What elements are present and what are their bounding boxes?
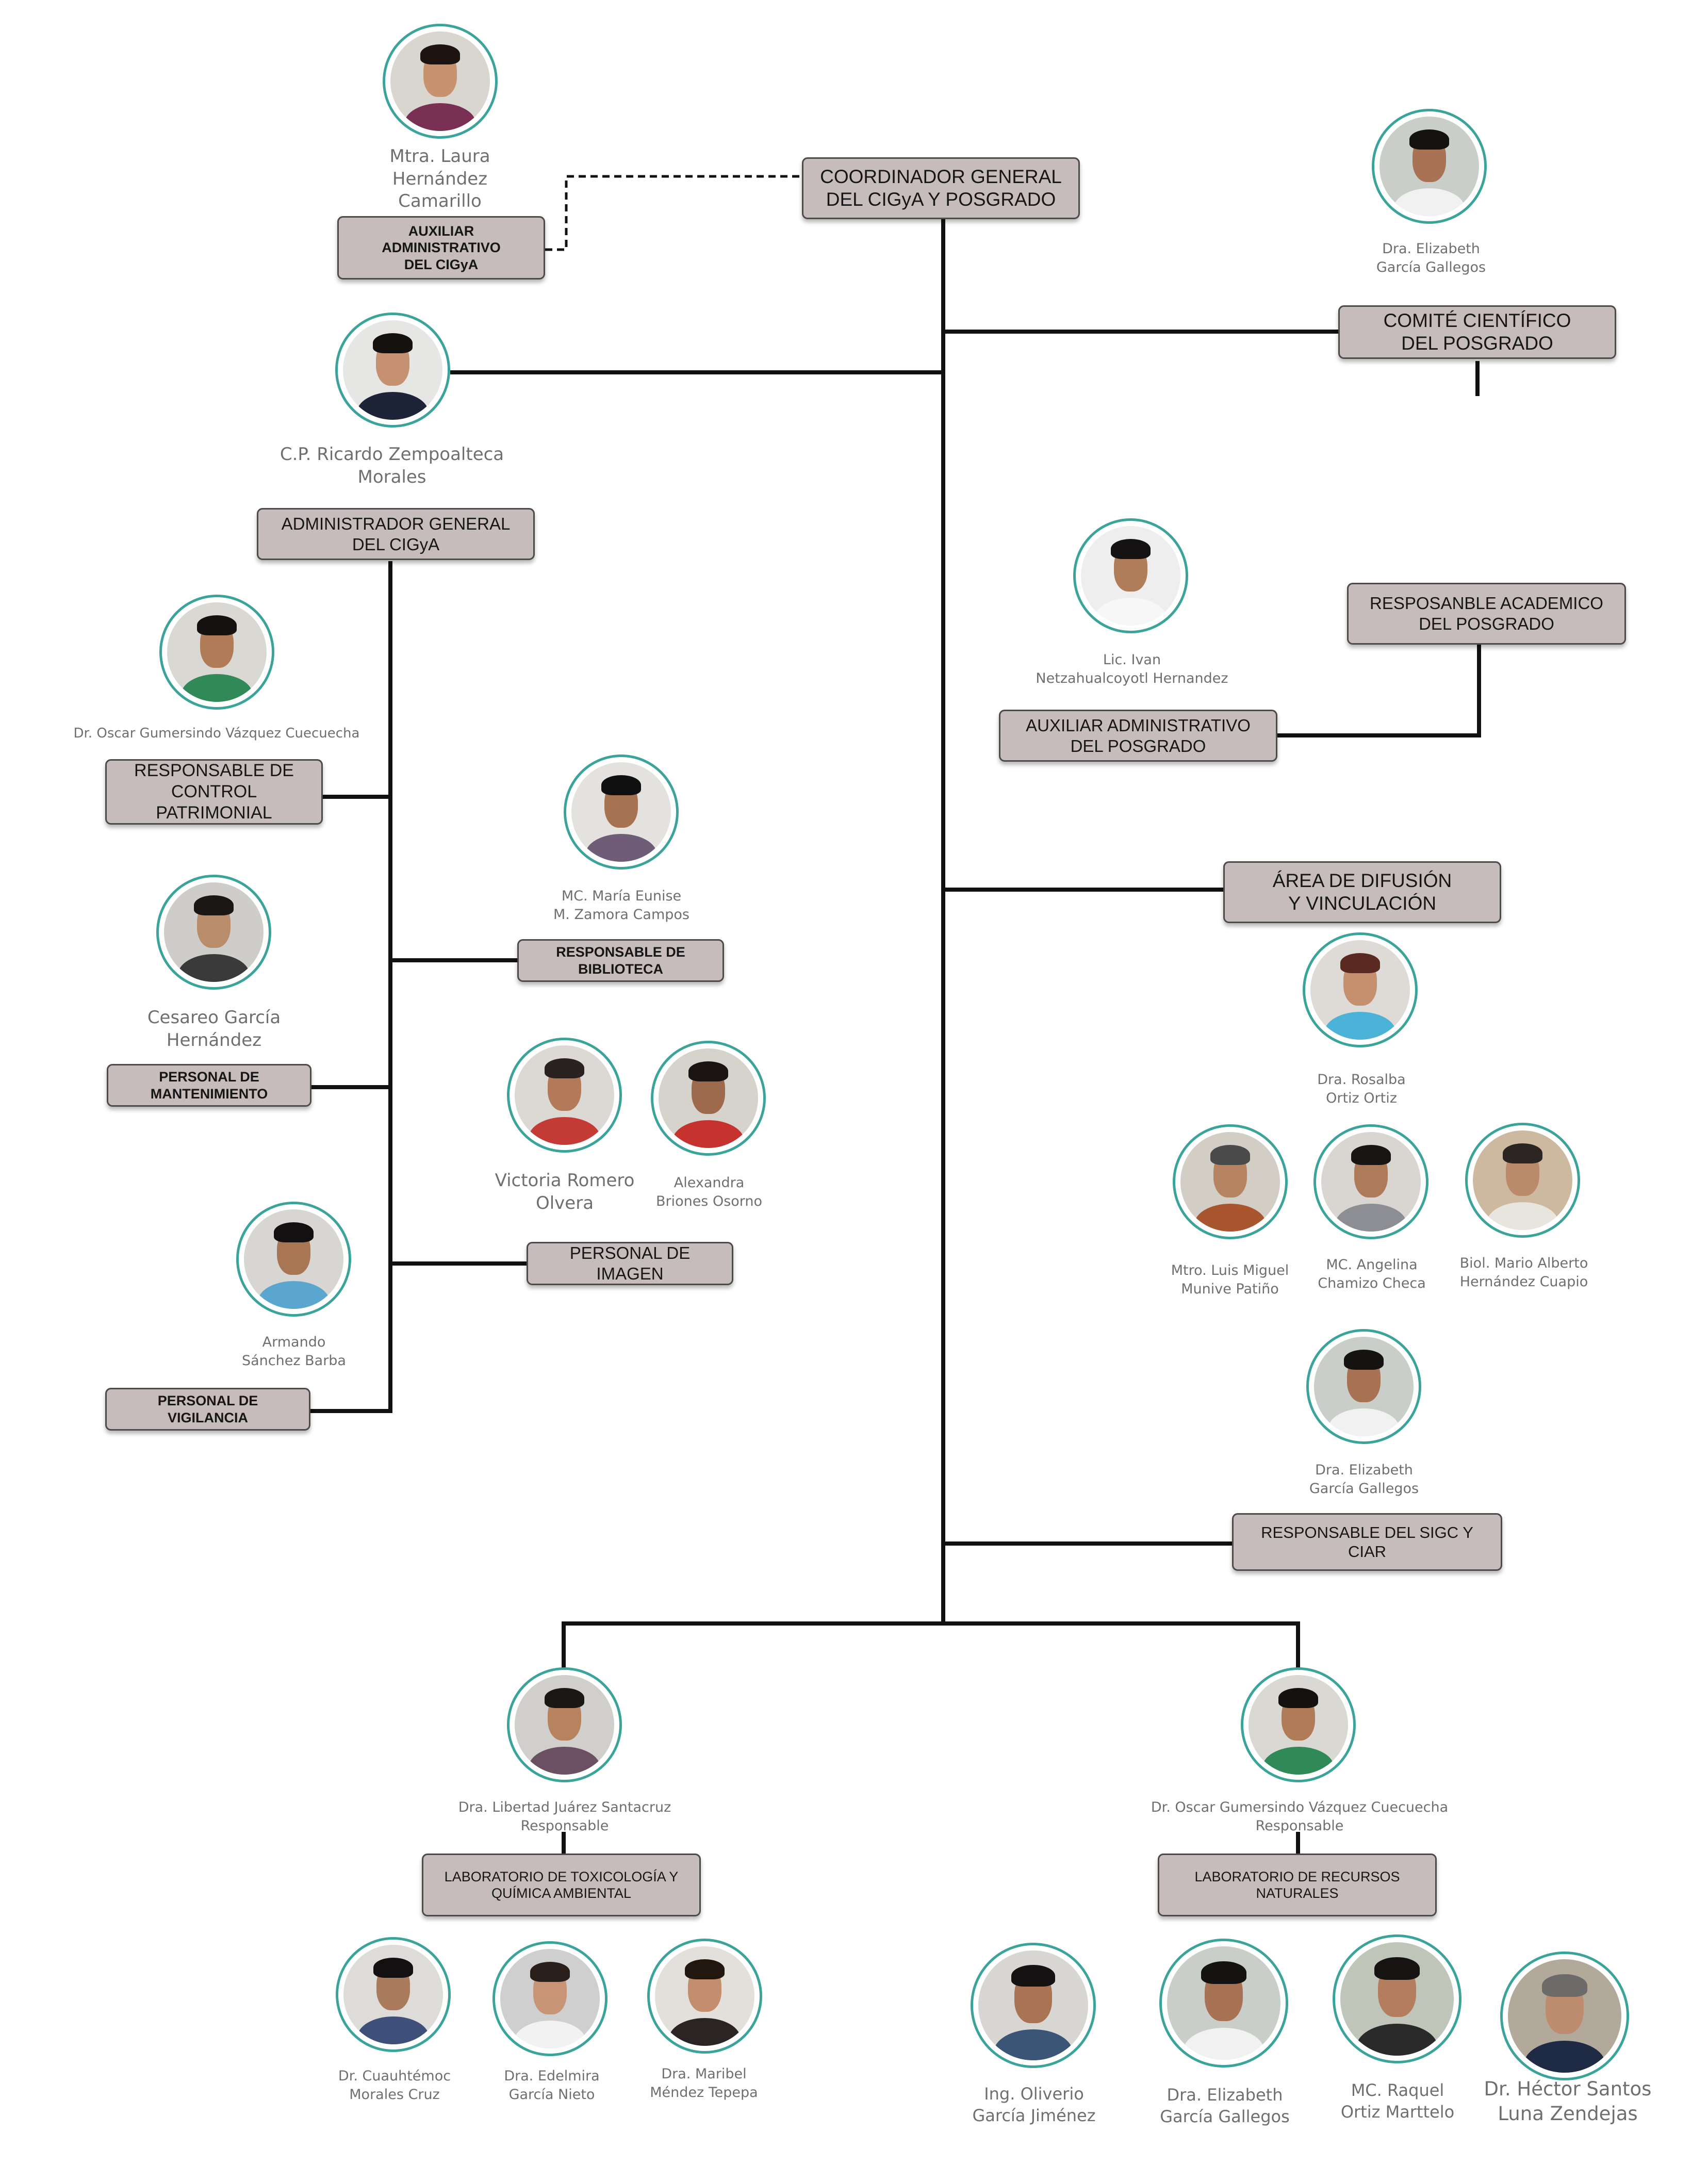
name-laura: Mtra. Laura Hernández Camarillo	[389, 146, 490, 212]
portrait-icon	[1314, 1337, 1414, 1436]
box-administrador-general: ADMINISTRADOR GENERAL DEL CIGyA	[257, 508, 535, 560]
portrait-icon	[515, 1675, 614, 1775]
portrait-icon	[244, 1209, 343, 1309]
box-coordinador-general: COORDINADOR GENERAL DEL CIGyA Y POSGRADO	[802, 157, 1080, 219]
photo-libertad	[507, 1667, 622, 1782]
name-elizabeth-1: Dra. Elizabeth García Gallegos	[1376, 241, 1486, 275]
box-sigc-ciar: RESPONSABLE DEL SIGC Y CIAR	[1232, 1513, 1502, 1571]
box-lab-recursos-naturales: LABORATORIO DE RECURSOS NATURALES	[1158, 1854, 1437, 1916]
photo-oliverio	[971, 1943, 1096, 2068]
portrait-icon	[515, 1045, 614, 1145]
box-difusion-vinculacion: ÁREA DE DIFUSIÓN Y VINCULACIÓN	[1223, 861, 1501, 923]
name-oscar-2: Dr. Oscar Gumersindo Vázquez Cuecuecha R…	[1151, 1799, 1449, 1834]
name-ricardo: C.P. Ricardo Zempoalteca Morales	[280, 444, 504, 487]
name-elizabeth-3: Dra. Elizabeth García Gallegos	[1160, 2085, 1290, 2126]
name-maribel: Dra. Maribel Méndez Tepepa	[650, 2066, 758, 2101]
portrait-icon	[1473, 1130, 1572, 1230]
portrait-icon	[500, 1949, 600, 2048]
box-comite-cientifico: COMITÉ CIENTÍFICO DEL POSGRADO	[1338, 305, 1616, 359]
dashed-line-auxiliar	[545, 175, 802, 251]
photo-elizabeth-2	[1306, 1329, 1421, 1444]
name-rosalba: Dra. Rosalba Ortiz Ortiz	[1317, 1072, 1406, 1106]
photo-cesareo	[156, 875, 271, 990]
name-victoria: Victoria Romero Olvera	[495, 1170, 635, 1213]
name-armando: Armando Sánchez Barba	[242, 1334, 346, 1369]
box-lab-toxicologia: LABORATORIO DE TOXICOLOGÍA Y QUÍMICA AMB…	[422, 1854, 701, 1916]
photo-raquel	[1333, 1934, 1461, 2063]
name-hector: Dr. Héctor Santos Luna Zendejas	[1484, 2078, 1652, 2125]
photo-angelina	[1313, 1124, 1428, 1239]
line-labs	[562, 1621, 1300, 1671]
photo-oscar-1	[159, 595, 274, 710]
box-vigilancia: PERSONAL DE VIGILANCIA	[105, 1388, 310, 1431]
box-responsable-academico: RESPOSANBLE ACADEMICO DEL POSGRADO	[1347, 583, 1626, 645]
photo-victoria	[507, 1038, 622, 1153]
portrait-icon	[1310, 940, 1410, 1040]
photo-ricardo	[335, 313, 450, 428]
name-cuauhtemoc: Dr. Cuauhtémoc Morales Cruz	[338, 2068, 451, 2103]
photo-maria	[564, 755, 679, 870]
name-alexandra: Alexandra Briones Osorno	[655, 1175, 763, 1209]
photo-elizabeth-3	[1159, 1939, 1288, 2068]
portrait-icon	[1340, 1942, 1454, 2056]
name-oscar-1: Dr. Oscar Gumersindo Vázquez Cuecuecha	[73, 726, 360, 741]
portrait-icon	[1249, 1675, 1348, 1775]
portrait-icon	[978, 1950, 1088, 2060]
portrait-icon	[390, 31, 490, 131]
portrait-icon	[655, 1946, 754, 2046]
portrait-icon	[167, 602, 267, 702]
photo-rosalba	[1303, 932, 1418, 1047]
portrait-icon	[659, 1048, 758, 1148]
photo-mario	[1465, 1123, 1580, 1238]
photo-armando	[236, 1202, 351, 1317]
portrait-icon	[1167, 1946, 1280, 2060]
portrait-icon	[164, 882, 264, 982]
portrait-icon	[1508, 1959, 1621, 2073]
photo-maribel	[647, 1939, 762, 2054]
portrait-icon	[1379, 117, 1479, 216]
photo-elizabeth-1	[1372, 109, 1487, 224]
name-angelina: MC. Angelina Chamizo Checa	[1318, 1257, 1426, 1291]
photo-cuauhtemoc	[336, 1937, 451, 2052]
box-biblioteca: RESPONSABLE DE BIBLIOTECA	[517, 939, 724, 982]
name-mario: Biol. Mario Alberto Hernández Cuapio	[1459, 1255, 1588, 1290]
name-luis: Mtro. Luis Miguel Munive Patiño	[1171, 1262, 1289, 1297]
portrait-icon	[1081, 526, 1180, 626]
box-auxiliar-cigya: AUXILIAR ADMINISTRATIVO DEL CIGyA	[337, 216, 545, 280]
portrait-icon	[1321, 1132, 1421, 1232]
name-edelmira: Dra. Edelmira García Nieto	[504, 2068, 600, 2103]
name-libertad: Dra. Libertad Juárez Santacruz Responsab…	[458, 1799, 671, 1834]
portrait-icon	[571, 762, 671, 862]
name-oliverio: Ing. Oliverio García Jiménez	[972, 2084, 1096, 2125]
photo-oscar-2	[1241, 1667, 1356, 1782]
portrait-icon	[1180, 1132, 1280, 1232]
box-mantenimiento: PERSONAL DE MANTENIMIENTO	[107, 1064, 311, 1107]
box-personal-imagen: PERSONAL DE IMAGEN	[527, 1242, 733, 1285]
photo-alexandra	[651, 1041, 766, 1156]
name-raquel: MC. Raquel Ortiz Marttelo	[1340, 2080, 1455, 2122]
photo-ivan	[1073, 518, 1188, 633]
admin-trunk-line	[310, 561, 392, 1413]
name-ivan: Lic. Ivan Netzahualcoyotl Hernandez	[1036, 652, 1228, 686]
photo-luis	[1173, 1124, 1288, 1239]
box-auxiliar-posgrado: AUXILIAR ADMINISTRATIVO DEL POSGRADO	[999, 710, 1277, 762]
photo-hector	[1500, 1951, 1629, 2080]
photo-laura	[383, 24, 498, 139]
name-cesareo: Cesareo García Hernández	[147, 1007, 281, 1051]
line-auxiliar-posgrado	[1277, 645, 1481, 737]
photo-edelmira	[492, 1941, 607, 2056]
portrait-icon	[343, 320, 442, 420]
name-maria: MC. María Eunise M. Zamora Campos	[553, 888, 689, 923]
name-elizabeth-2: Dra. Elizabeth García Gallegos	[1309, 1462, 1419, 1497]
portrait-icon	[343, 1945, 443, 2044]
box-control-patrimonial: RESPONSABLE DE CONTROL PATRIMONIAL	[105, 759, 323, 825]
